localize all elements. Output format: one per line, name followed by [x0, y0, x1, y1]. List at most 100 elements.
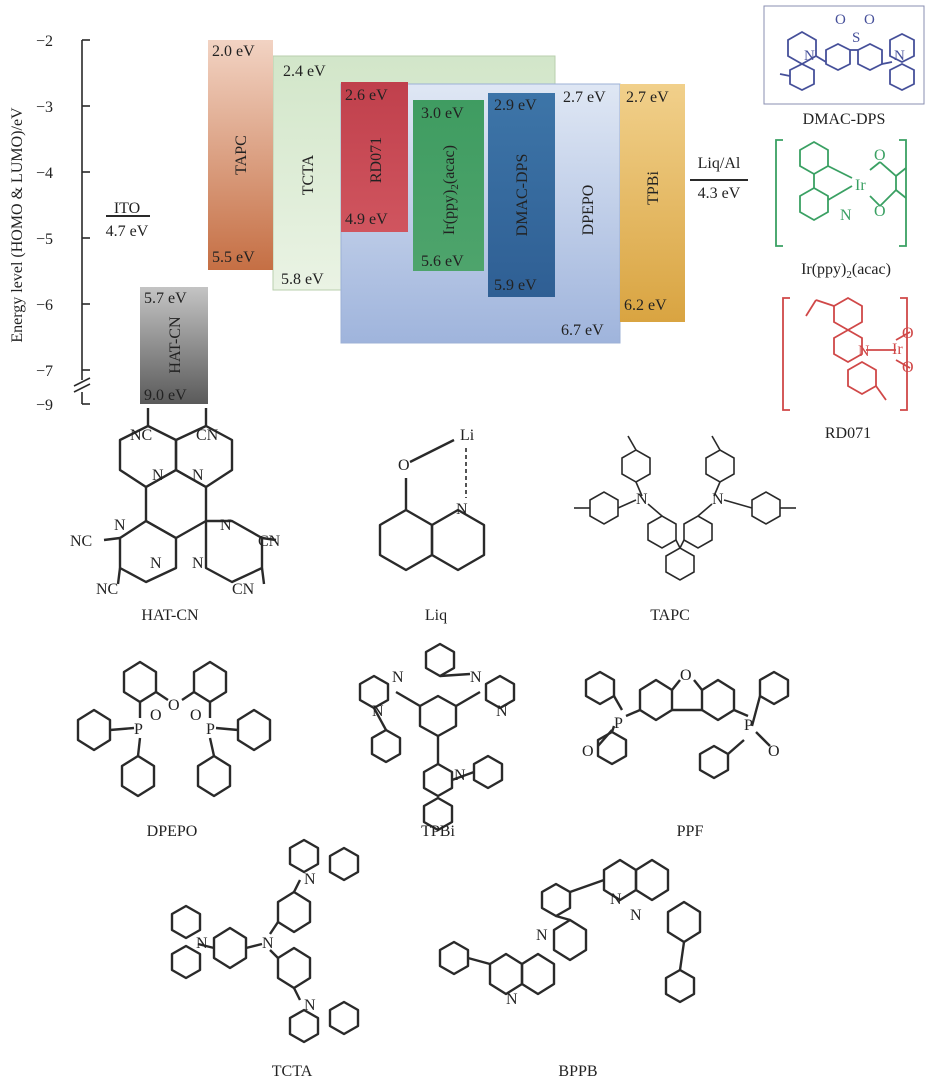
atom-ir: Ir	[892, 341, 903, 358]
tpbi-caption: TPBi	[421, 823, 455, 840]
cathode-value: 4.3 eV	[698, 185, 741, 202]
atom-p: P	[134, 721, 143, 738]
dpepo-homo: 6.7 eV	[561, 322, 604, 339]
tpbi-homo: 6.2 eV	[624, 297, 667, 314]
tapc-lumo: 2.0 eV	[212, 43, 255, 60]
atom-cn: CN	[258, 533, 281, 550]
atom-ir: Ir	[855, 177, 866, 194]
tapc-homo: 5.5 eV	[212, 249, 255, 266]
hat-cn-caption: HAT-CN	[141, 607, 199, 624]
irppy-homo: 5.6 eV	[421, 253, 464, 270]
y-tick-label: −9	[36, 397, 53, 414]
atom-nc: NC	[130, 427, 152, 444]
atom-n: N	[304, 997, 316, 1014]
y-tick-label: −7	[36, 363, 53, 380]
atom-n: N	[804, 48, 815, 64]
irppy-structure: Ir O O N	[775, 139, 907, 247]
layer-labels: 5.7 eV HAT-CN 9.0 eV 2.0 eV TAPC 5.5 eV …	[144, 43, 669, 404]
atom-n: N	[192, 467, 204, 484]
irppy-lumo: 3.0 eV	[421, 105, 464, 122]
atom-n: N	[150, 555, 162, 572]
ito-name: ITO	[114, 200, 140, 217]
irppy-band	[413, 100, 484, 271]
atom-n: N	[858, 343, 870, 360]
tpbi-band	[620, 84, 685, 322]
atom-n: N	[114, 517, 126, 534]
tpbi-lumo: 2.7 eV	[626, 89, 669, 106]
axis-break-mark	[73, 377, 91, 387]
atom-o: O	[864, 12, 875, 28]
atom-n: N	[630, 907, 642, 924]
hat-cn-band	[140, 287, 208, 404]
atom-n: N	[636, 491, 648, 508]
y-axis: −2 −3 −4 −5 −6 −7 −9 Energy level (HOMO …	[9, 33, 91, 414]
atom-p: P	[744, 717, 753, 734]
tpbi-structure: N N N N N	[358, 642, 516, 832]
atom-cn: CN	[196, 427, 219, 444]
atom-o: O	[190, 707, 202, 724]
rd071-lumo: 2.6 eV	[345, 87, 388, 104]
atom-n: N	[372, 703, 384, 720]
atom-n: N	[262, 935, 274, 952]
ito-value: 4.7 eV	[106, 223, 149, 240]
ito-level: ITO 4.7 eV	[106, 200, 150, 240]
atom-n: N	[392, 669, 404, 686]
atom-n: N	[840, 207, 852, 224]
atom-o: O	[902, 325, 914, 342]
tapc-structure: N N	[574, 435, 796, 581]
tapc-caption: TAPC	[650, 607, 690, 624]
dpepo-name: DPEPO	[580, 185, 597, 236]
atom-o: O	[874, 203, 886, 220]
dmac-dps-name: DMAC-DPS	[514, 154, 531, 237]
hat-cn-lumo: 5.7 eV	[144, 290, 187, 307]
y-tick-label: −4	[36, 165, 53, 182]
cathode-level: Liq/Al 4.3 eV	[690, 155, 748, 202]
axis-break-mark	[73, 383, 91, 393]
tcta-structure: N N N N	[170, 838, 360, 1044]
liq-caption: Liq	[425, 607, 447, 624]
tapc-band	[208, 40, 273, 270]
atom-n: N	[196, 935, 208, 952]
dpepo-caption: DPEPO	[147, 823, 198, 840]
atom-n: N	[220, 517, 232, 534]
irppy-name: Ir(ppy)2(acac)	[441, 145, 461, 235]
tapc-name: TAPC	[233, 135, 250, 175]
dmac-dps-band	[488, 93, 555, 297]
hat-cn-structure: NC CN NC CN NC CN N N N N N N	[70, 408, 281, 598]
tcta-name: TCTA	[300, 154, 317, 195]
atom-n: N	[894, 48, 905, 64]
dmac-dps-homo: 5.9 eV	[494, 277, 537, 294]
atom-n: N	[456, 501, 468, 518]
bppb-caption: BPPB	[558, 1063, 597, 1080]
atom-cn: CN	[232, 581, 255, 598]
y-tick-label: −5	[36, 231, 53, 248]
cathode-name: Liq/Al	[698, 155, 741, 172]
atom-o: O	[150, 707, 162, 724]
atom-n: N	[506, 991, 518, 1008]
atom-n: N	[712, 491, 724, 508]
rd071-band	[341, 82, 408, 232]
atom-o: O	[168, 697, 180, 714]
tcta-lumo: 2.4 eV	[283, 63, 326, 80]
y-tick-label: −2	[36, 33, 53, 50]
y-ticks	[82, 39, 90, 405]
atom-nc: NC	[96, 581, 118, 598]
y-tick-label: −3	[36, 99, 53, 116]
atom-o: O	[874, 147, 886, 164]
dmac-dps-caption: DMAC-DPS	[803, 111, 886, 128]
rd071-name: RD071	[368, 137, 385, 183]
atom-o: O	[902, 359, 914, 376]
atom-n: N	[152, 467, 164, 484]
atom-n: N	[304, 871, 316, 888]
atom-o: O	[680, 667, 692, 684]
dmac-dps-lumo: 2.9 eV	[494, 97, 537, 114]
bppb-structure: N N N N	[438, 858, 702, 1008]
ppf-structure: O P P O O	[582, 667, 790, 780]
irppy-caption: Ir(ppy)2(acac)	[801, 261, 891, 281]
atom-p: P	[614, 715, 623, 732]
rd071-caption: RD071	[825, 425, 871, 442]
dpepo-structure: O P P O O	[76, 660, 272, 798]
atom-o: O	[398, 457, 410, 474]
atom-n: N	[454, 767, 466, 784]
